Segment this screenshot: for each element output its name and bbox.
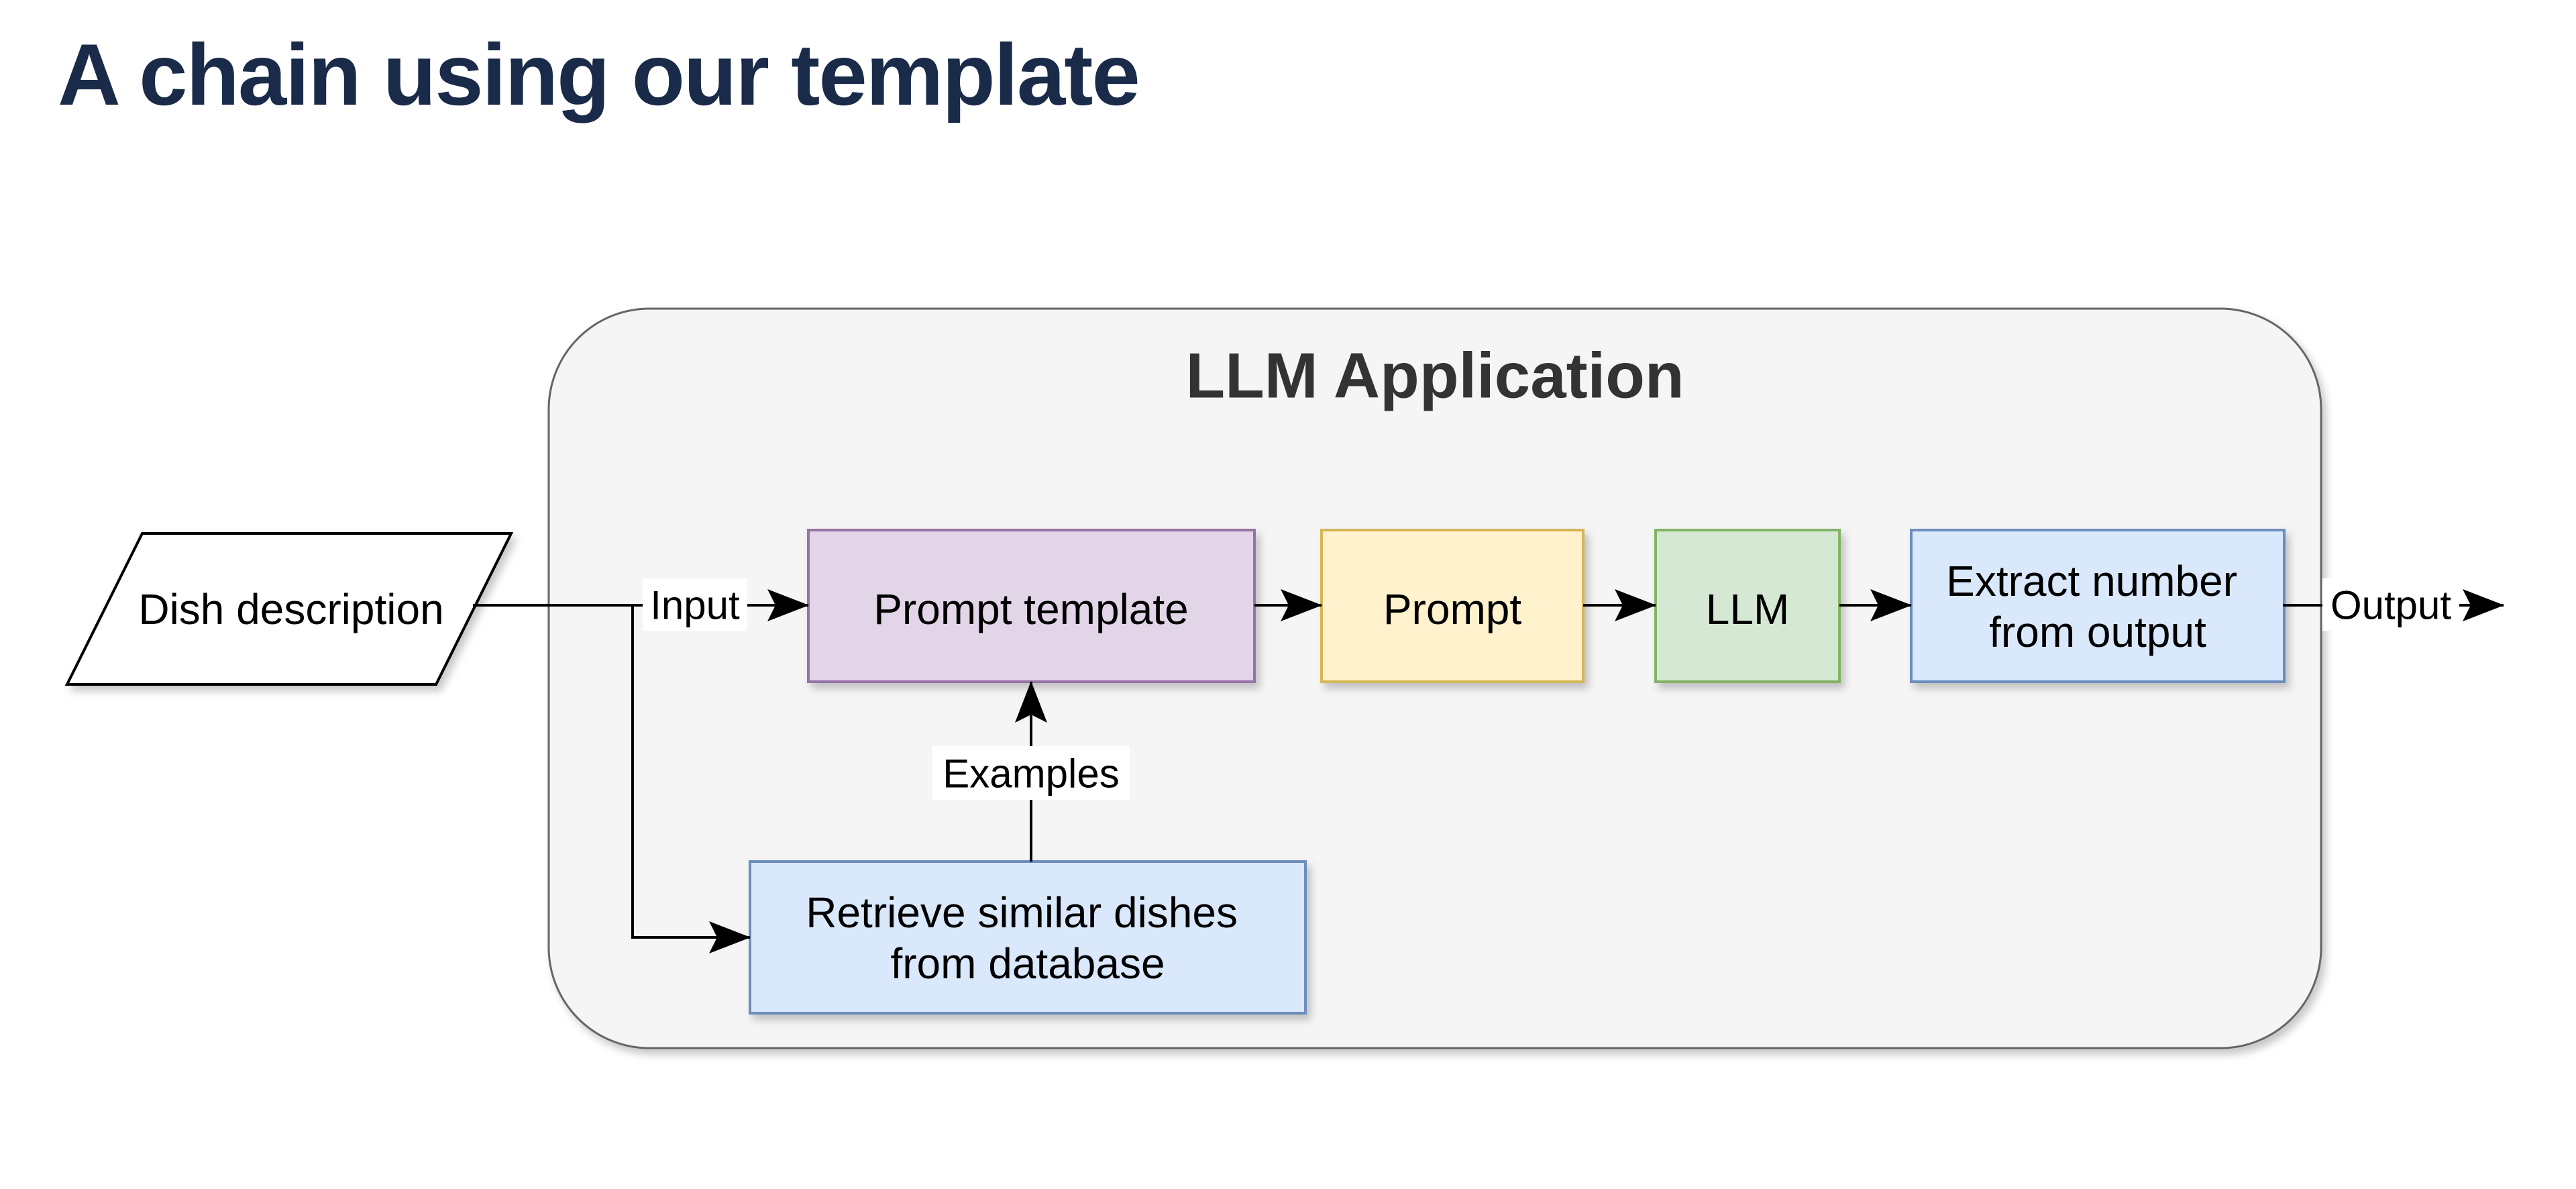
prompt-template-label: Prompt template (873, 585, 1189, 633)
examples-edge-label-group: Examples (932, 746, 1130, 800)
input-edge-label-bg (643, 578, 747, 631)
llm-application-title: LLM Application (1185, 340, 1684, 412)
examples-edge-label: Examples (943, 752, 1119, 796)
output-edge-label-group: Output (2322, 578, 2459, 631)
input-edge-label: Input (650, 583, 740, 628)
prompt-label: Prompt (1383, 585, 1522, 633)
edge-input-branch-to-retrieve (631, 605, 751, 953)
prompt-node (1320, 529, 1585, 683)
retrieve-dishes-label-line2: from database (890, 939, 1165, 988)
extract-number-label-line2: from output (1989, 608, 2206, 656)
llm-label: LLM (1706, 585, 1790, 633)
retrieve-dishes-node (749, 860, 1307, 1015)
page-title: A chain using our template (58, 25, 1140, 123)
output-edge-label: Output (2330, 583, 2451, 628)
input-edge-label-group: Input (643, 578, 747, 631)
extract-number-label: Extract number from output (1946, 557, 2249, 656)
llm-node (1654, 529, 1841, 683)
extract-number-node (1910, 529, 2286, 683)
output-edge-label-bg (2322, 578, 2459, 631)
dish-description-label: Dish description (138, 585, 443, 633)
retrieve-dishes-label: Retrieve similar dishes from database (806, 888, 1250, 988)
retrieve-dishes-label-line1: Retrieve similar dishes (806, 888, 1238, 937)
examples-edge-label-bg (932, 746, 1130, 800)
dish-description-node (64, 532, 514, 686)
extract-number-label-line1: Extract number (1946, 557, 2237, 605)
prompt-template-node (807, 529, 1256, 683)
